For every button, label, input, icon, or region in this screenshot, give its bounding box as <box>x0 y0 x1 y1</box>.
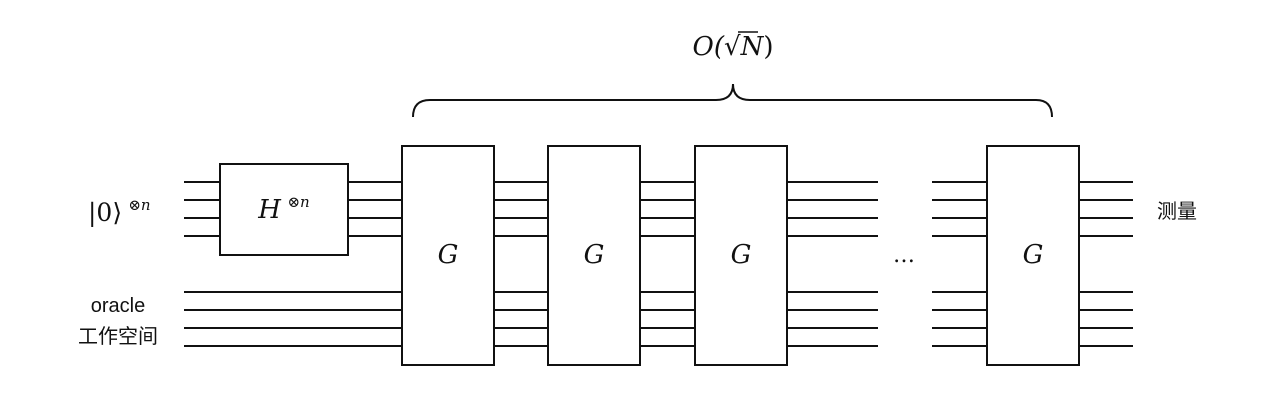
sqrt-radicand: N <box>740 32 765 62</box>
input-register-label: |0⟩ ⊗n <box>88 196 151 228</box>
measure-label: 测量 <box>1157 200 1197 223</box>
grover-gate-2: G <box>547 145 641 366</box>
repetition-brace <box>412 83 1053 118</box>
oracle-label: oracle <box>91 295 145 317</box>
grover-gate-1: G <box>401 145 495 366</box>
hadamard-gate: H ⊗n <box>219 163 349 256</box>
grover-gate-3: G <box>694 145 788 366</box>
ellipsis: … <box>893 243 915 268</box>
repeat-label: O(√N) <box>693 32 774 62</box>
svg-text:G: G <box>584 240 605 270</box>
svg-text:H ⊗n: H ⊗n <box>257 193 309 225</box>
workspace-label: 工作空间 <box>78 325 158 348</box>
grover-gate-4: G <box>986 145 1080 366</box>
svg-text:G: G <box>731 240 752 270</box>
svg-text:G: G <box>438 240 459 270</box>
svg-text:G: G <box>1023 240 1044 270</box>
